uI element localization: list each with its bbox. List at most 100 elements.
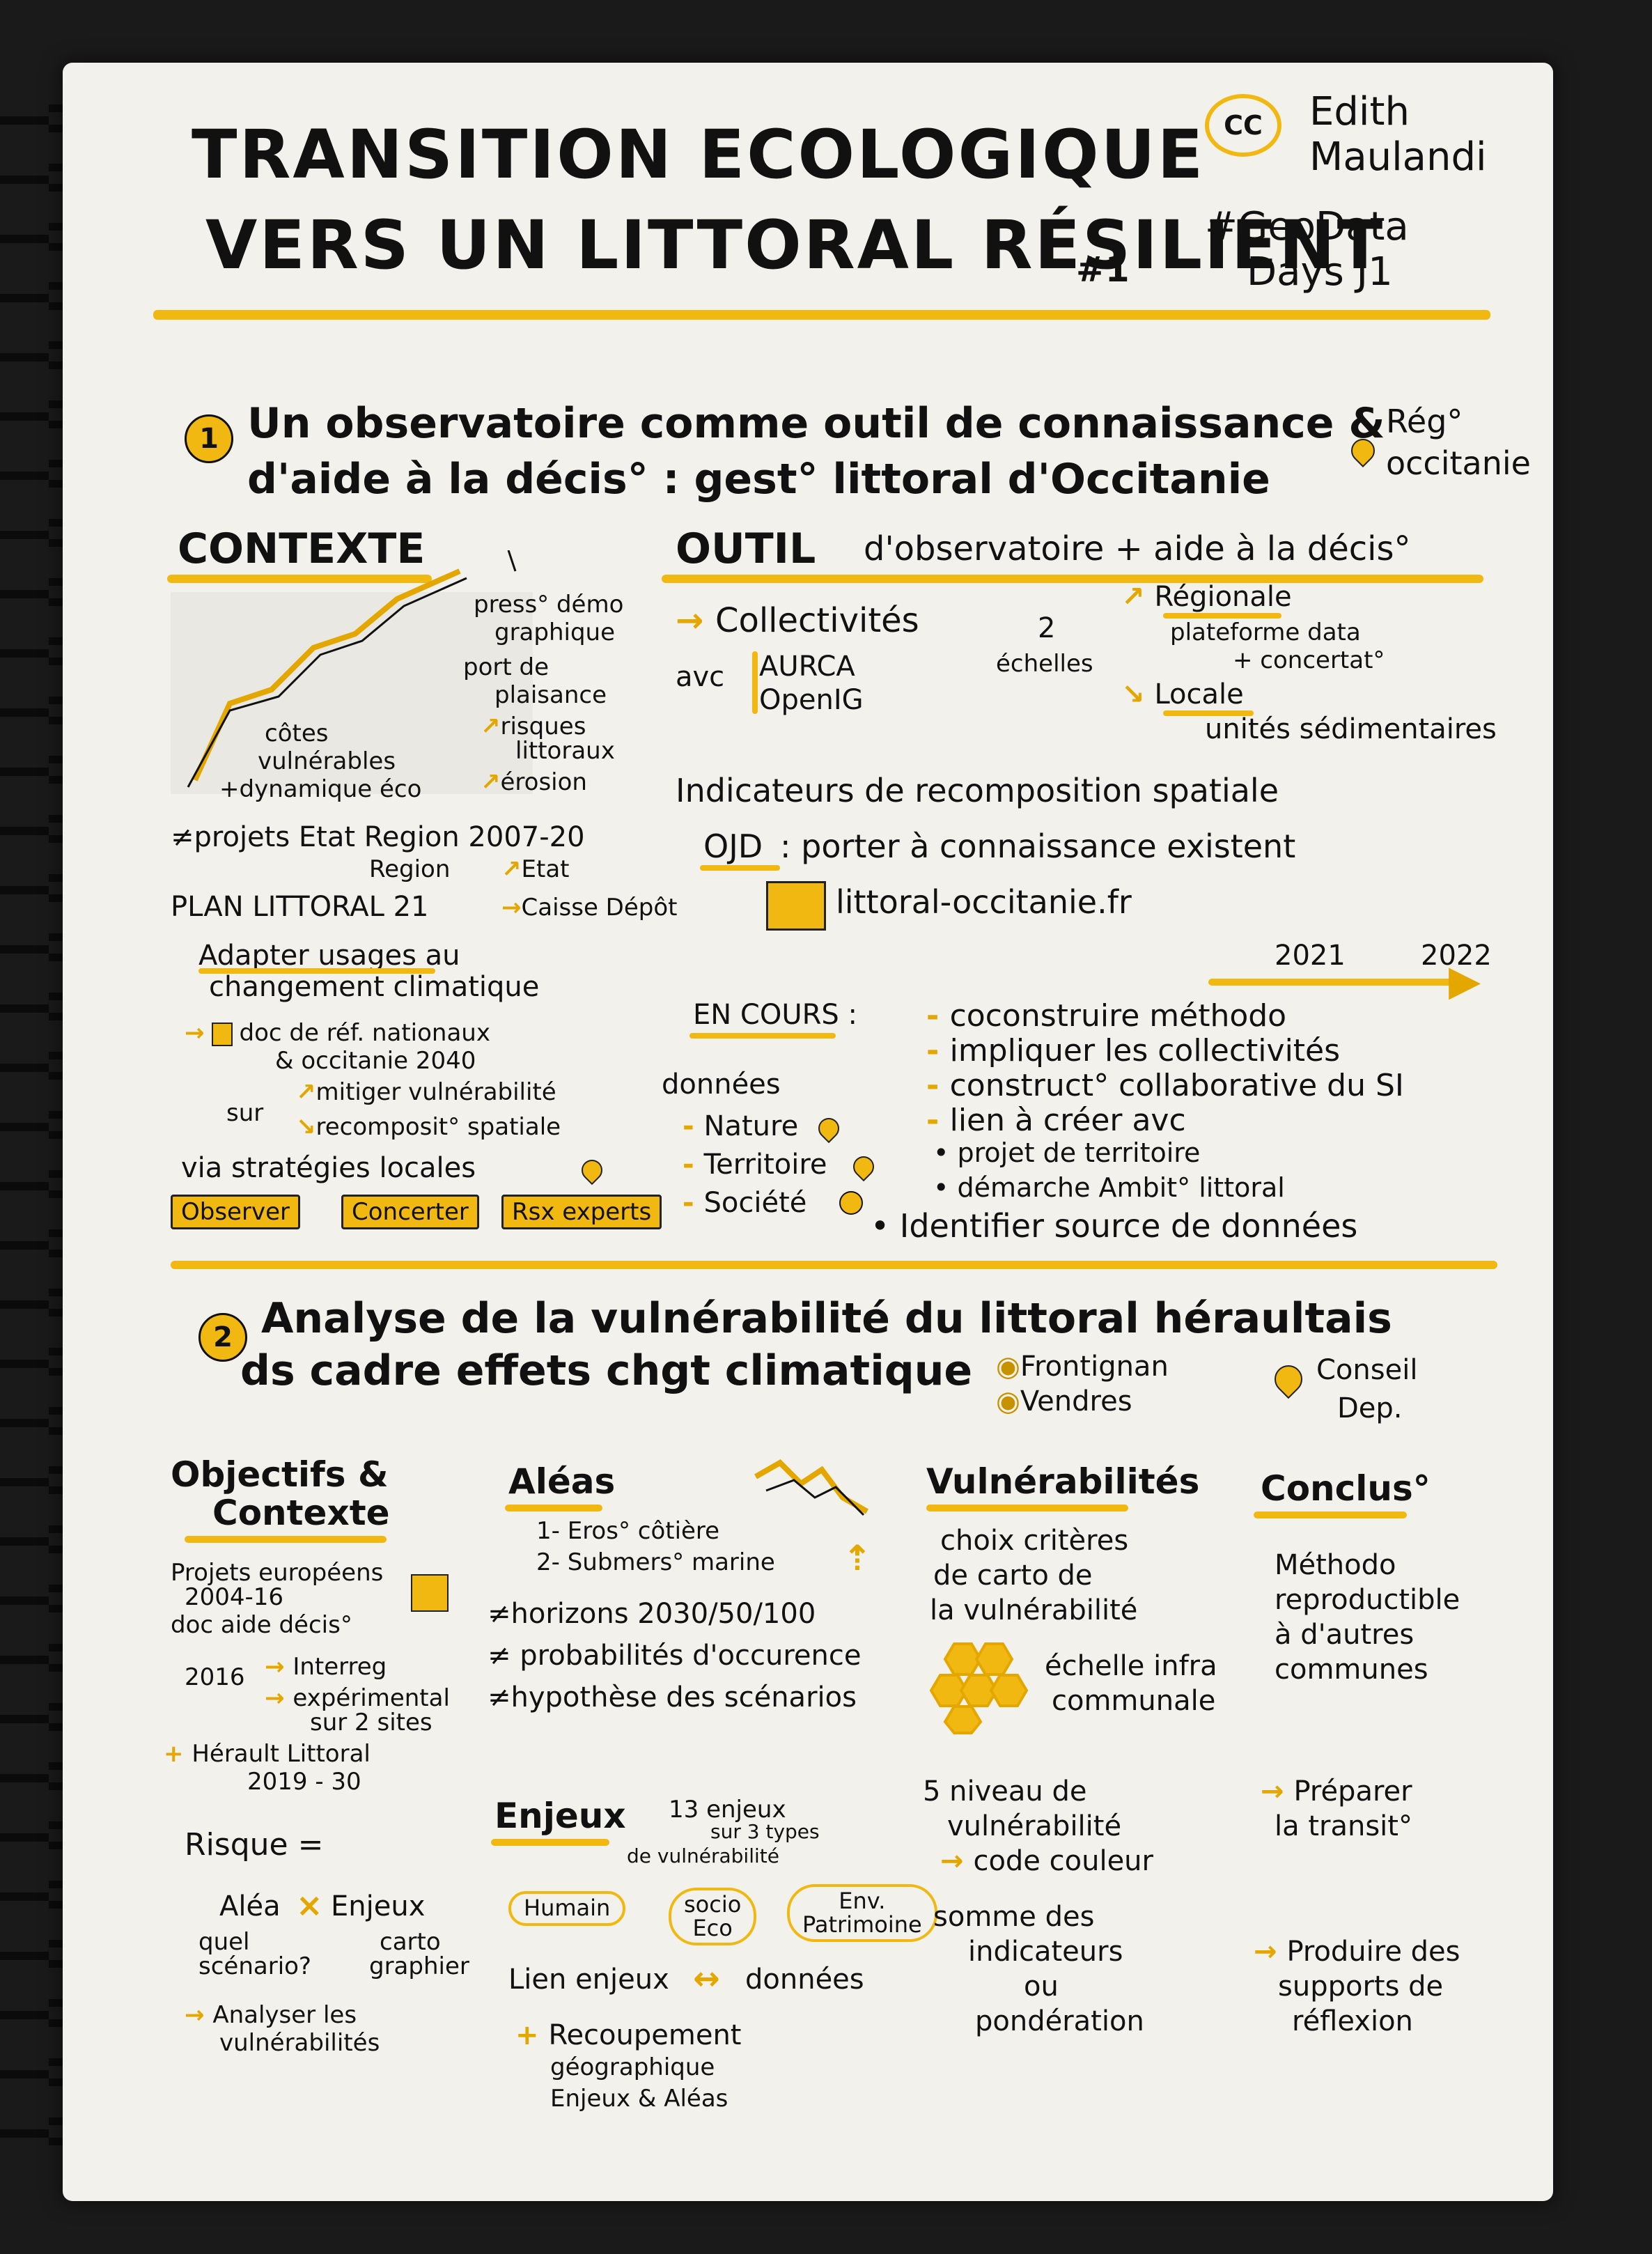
vuln-levels-line1: 5 niveau de	[923, 1775, 1087, 1808]
collectivites-label: Collectivités	[715, 601, 919, 640]
risk-times: ×	[296, 1886, 323, 1924]
vuln-sum-line4: pondération	[975, 2005, 1144, 2037]
en-cours-item: - coconstruire méthodo	[926, 998, 1287, 1034]
obj-year: 2016	[185, 1663, 245, 1691]
objectifs-heading-line1: Objectifs &	[171, 1454, 389, 1495]
vulnerabilites-underline	[926, 1505, 1128, 1511]
section1-title-line2: d'aide à la décis° : gest° littoral d'Oc…	[247, 455, 1270, 504]
analyse-line1: Analyser les	[212, 2001, 357, 2029]
people-icon	[839, 1191, 863, 1215]
scales-label: échelles	[996, 650, 1093, 678]
cc-license-icon: CC	[1205, 94, 1281, 157]
year-2021: 2021	[1275, 940, 1346, 972]
recompose-label: recomposit° spatiale	[315, 1113, 561, 1141]
platform-line1: plateforme data	[1170, 619, 1361, 646]
data-item-nature: Nature	[703, 1110, 799, 1142]
section2-title-line1: Analyse de la vulnérabilité du littoral …	[261, 1294, 1392, 1343]
aurca-label: AURCA	[759, 651, 855, 683]
subitem-1: projet de territoire	[957, 1137, 1201, 1168]
overlay-line3: Enjeux & Aléas	[550, 2085, 728, 2113]
obj-herault-line1: Hérault Littoral	[192, 1740, 371, 1768]
openig-label: OpenIG	[759, 684, 864, 716]
section2-number-badge: 2	[198, 1313, 247, 1362]
carto-line2: graphier	[369, 1952, 469, 1980]
outil-underline	[662, 575, 1483, 583]
regional-label: Régionale	[1154, 581, 1292, 613]
ojd-text: : porter à connaissance existent	[780, 827, 1296, 865]
conclusion-method-line4: communes	[1275, 1654, 1428, 1686]
adapt-highlight	[198, 968, 435, 974]
port-line2: plaisance	[494, 681, 607, 709]
wave-icon: ⇡	[843, 1538, 872, 1578]
conclusion-prepare-line1: Préparer	[1293, 1775, 1412, 1808]
adapt-line1: Adapter usages au	[198, 940, 460, 972]
place-frontignan: Frontignan	[1020, 1351, 1169, 1383]
conclusion-heading: Conclus°	[1261, 1468, 1431, 1509]
erosion-label: érosion	[500, 768, 587, 796]
outil-heading-rest: d'observatoire + aide à la décis°	[864, 529, 1411, 568]
obj-interreg: Interreg	[293, 1653, 387, 1681]
alea-probabilities: ≠ probabilités d'occurence	[488, 1640, 862, 1672]
alea-horizons: ≠horizons 2030/50/100	[488, 1598, 816, 1630]
pill-humain: Humain	[508, 1891, 626, 1926]
event-hashtag: #GeoData	[1205, 204, 1409, 249]
scenario-line2: scénario?	[198, 1952, 311, 1980]
conclusion-produce-line2: supports de	[1278, 1971, 1444, 2003]
coasts-line1: côtes	[265, 720, 329, 747]
location-pin-icon	[577, 1155, 607, 1186]
website-link: littoral-occitanie.fr	[836, 883, 1132, 921]
aleas-heading: Aléas	[508, 1461, 616, 1502]
conclusion-method-line1: Méthodo	[1275, 1549, 1396, 1581]
obj-experimental-line1: expérimental	[293, 1684, 450, 1712]
pressure-line1: press° démo	[474, 591, 624, 619]
obj-projects-line1: Projets européens	[171, 1559, 384, 1587]
plan-littoral-label: PLAN LITTORAL 21	[171, 891, 429, 923]
obj-experimental-line2: sur 2 sites	[310, 1709, 433, 1736]
section1-title-line1: Un observatoire comme outil de connaissa…	[247, 399, 1385, 448]
doc-line1: doc de réf. nationaux	[239, 1019, 490, 1047]
experts-box: Rsx experts	[501, 1195, 662, 1229]
overlay-line1: Recoupement	[548, 2019, 742, 2051]
overlay-line2: géographique	[550, 2053, 715, 2081]
mitigate-label: mitiger vulnérabilité	[315, 1078, 556, 1106]
caisse-label: Caisse Dépôt	[521, 894, 678, 922]
section-divider	[171, 1261, 1497, 1269]
strategies-label: via stratégies locales	[181, 1152, 476, 1184]
document-icon	[211, 1022, 233, 1046]
identify-label: Identifier source de données	[899, 1207, 1358, 1245]
coastline-icon	[754, 1459, 868, 1516]
vuln-levels-line2: vulnérabilité	[947, 1810, 1122, 1842]
enjeux-count-line1: 13 enjeux	[669, 1796, 786, 1824]
en-cours-item: - impliquer les collectivités	[926, 1033, 1341, 1068]
vuln-scale-line1: échelle infra	[1045, 1650, 1217, 1682]
outil-heading: OUTIL	[676, 524, 816, 573]
title-line2: VERS UN LITTORAL RÉSILIENT	[205, 206, 1385, 284]
hexagon-grid-icon	[929, 1642, 1029, 1734]
vuln-choice-line2: de carto de	[933, 1560, 1093, 1592]
vulnerabilites-heading: Vulnérabilités	[926, 1461, 1200, 1502]
observe-box: Observer	[171, 1195, 300, 1229]
risk-enjeux: Enjeux	[331, 1890, 426, 1922]
bidirectional-arrow-icon: ↔	[693, 1959, 720, 1997]
conclusion-produce-line1: Produire des	[1286, 1936, 1460, 1968]
conclusion-prepare-line2: la transit°	[1275, 1810, 1412, 1842]
locale-underline	[1163, 710, 1254, 716]
objectifs-underline	[185, 1536, 387, 1543]
section1-org-line1: Rég°	[1386, 403, 1463, 440]
subitem-2: démarche Ambit° littoral	[957, 1172, 1285, 1203]
alea-hypotheses: ≠hypothèse des scénarios	[488, 1681, 857, 1713]
vuln-choice-line3: la vulnérabilité	[930, 1594, 1138, 1626]
author-first: Edith	[1309, 89, 1410, 134]
enjeux-underline	[491, 1839, 609, 1846]
risk-line2: littoraux	[515, 737, 615, 765]
vuln-scale-line2: communale	[1052, 1685, 1216, 1717]
carto-line1: carto	[380, 1928, 441, 1956]
data-item-societe: Société	[703, 1187, 807, 1219]
etat-label: Etat	[521, 855, 570, 883]
concert-box: Concerter	[341, 1195, 479, 1229]
event-day: Days J1	[1247, 249, 1393, 295]
dynamics-label: +dynamique éco	[219, 775, 422, 803]
avec-label: avc	[676, 661, 725, 693]
en-cours-underline	[689, 1033, 836, 1039]
